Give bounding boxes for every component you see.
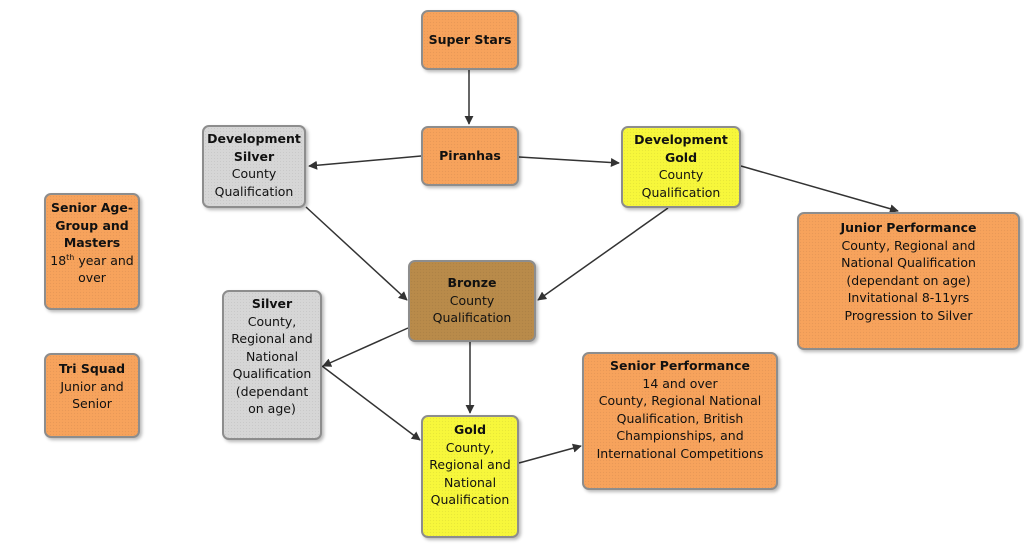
node-piranhas: Piranhas: [421, 126, 519, 186]
node-line-ordinal: 18th year and: [50, 252, 133, 270]
node-line: 14 and over: [642, 375, 718, 391]
edge-piranhas-to-development-gold: [518, 156, 620, 168]
node-title: Super Stars: [428, 32, 512, 48]
node-line: Invitational 8-11yrs: [847, 290, 970, 305]
node-line: Regional and: [429, 457, 511, 472]
node-line: Qualification: [432, 310, 512, 325]
node-bronze: Bronze County Qualification: [408, 260, 536, 342]
node-title: Masters: [63, 235, 121, 250]
node-line: Qualification: [214, 183, 294, 199]
node-line: National: [245, 348, 299, 364]
node-line: County,: [247, 313, 297, 329]
node-title: Silver: [233, 148, 275, 164]
node-super-stars: Super Stars: [421, 10, 519, 70]
node-line: National Qualification: [841, 255, 976, 270]
node-title: Senior Performance: [609, 358, 750, 373]
node-line: County,: [445, 439, 495, 455]
edge-piranhas-to-development-silver: [308, 155, 422, 170]
node-line: on age): [248, 401, 296, 416]
node-line: National: [443, 474, 497, 490]
ordinal-rest: year and: [74, 252, 134, 268]
node-line: Qualification: [430, 492, 510, 507]
node-line: Senior: [72, 396, 112, 411]
node-line: (dependant: [235, 383, 309, 399]
edge-development-gold-to-junior-performance: [740, 165, 899, 214]
ordinal-number: 18: [50, 252, 67, 268]
node-line: County: [231, 166, 277, 181]
edge-silver-to-gold: [321, 365, 421, 441]
node-tri-squad: Tri Squad Junior and Senior: [44, 353, 140, 438]
edge-development-silver-to-bronze: [305, 206, 408, 301]
node-title: Gold: [453, 422, 487, 437]
ordinal-suffix: th: [66, 252, 75, 262]
node-line: (dependant on age): [846, 272, 971, 288]
node-line: Championships, and: [616, 428, 744, 443]
node-title: Junior Performance: [840, 220, 977, 235]
edge-bronze-to-silver: [322, 327, 409, 367]
node-title: Group and: [55, 217, 129, 233]
node-line: over: [78, 270, 106, 285]
node-line: County, Regional and: [841, 237, 976, 253]
node-line: Qualification: [232, 366, 312, 381]
node-line: Progression to Silver: [844, 307, 973, 323]
edge-development-gold-to-bronze: [537, 207, 669, 301]
node-line: International Competitions: [596, 445, 764, 461]
node-line: County: [658, 167, 704, 182]
node-title: Tri Squad: [58, 361, 126, 376]
node-development-silver: Development Silver County Qualification: [202, 125, 306, 208]
node-line: Junior and: [60, 378, 124, 394]
edge-gold-to-senior-performance: [518, 443, 582, 464]
node-title: Development: [634, 132, 728, 147]
node-junior-performance: Junior Performance County, Regional and …: [797, 212, 1020, 350]
node-senior-age-group-masters: Senior Age- Group and Masters 18th year …: [44, 193, 140, 310]
node-title: Piranhas: [439, 148, 501, 164]
node-development-gold: Development Gold County Qualification: [621, 126, 741, 208]
node-line: Qualification: [641, 184, 721, 200]
node-title: Development: [207, 131, 301, 146]
node-silver: Silver County, Regional and National Qua…: [222, 290, 322, 440]
node-line: Qualification, British: [616, 410, 744, 426]
node-line: County, Regional National: [598, 393, 762, 408]
node-title: Silver: [251, 296, 293, 311]
node-line: Regional and: [231, 331, 313, 346]
node-title: Senior Age-: [50, 200, 134, 215]
node-senior-performance: Senior Performance 14 and over County, R…: [582, 352, 778, 490]
node-title: Gold: [664, 149, 698, 165]
node-title: Bronze: [447, 275, 497, 290]
node-line: County: [449, 292, 495, 308]
node-gold: Gold County, Regional and National Quali…: [421, 415, 519, 538]
